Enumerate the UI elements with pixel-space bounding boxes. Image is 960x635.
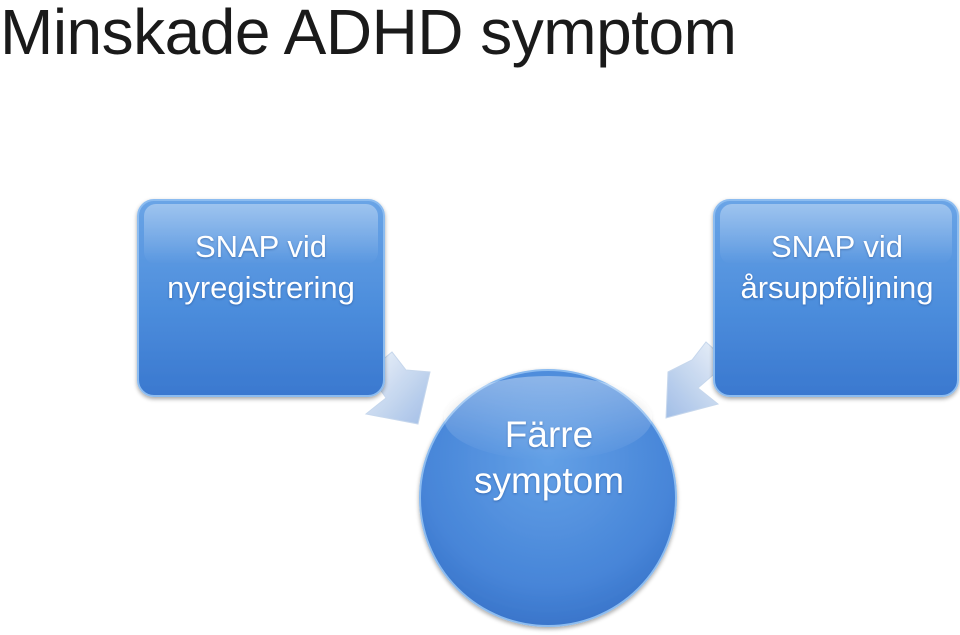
box-label-nyregistrering: SNAP vid nyregistrering: [138, 202, 384, 332]
box-label-line: SNAP vid: [770, 229, 904, 264]
box-snap-arsuppfoljning: [713, 199, 959, 397]
box-label-line: nyregistrering: [167, 270, 355, 305]
box-label-line: SNAP vid: [194, 229, 328, 264]
circle-farre-symptom: [419, 369, 677, 627]
circle-label-line: Färre: [504, 414, 594, 455]
slide-title: Minskade ADHD symptom: [0, 0, 737, 68]
box-label-line: årsuppföljning: [740, 270, 934, 305]
box-label-arsuppfoljning: SNAP vid årsuppföljning: [714, 202, 960, 332]
arrow-right-to-center: [665, 341, 729, 419]
circle-label-line: symptom: [473, 460, 625, 501]
box-snap-nyregistrering: [137, 199, 385, 397]
circle-label: Färre symptom: [420, 388, 678, 528]
